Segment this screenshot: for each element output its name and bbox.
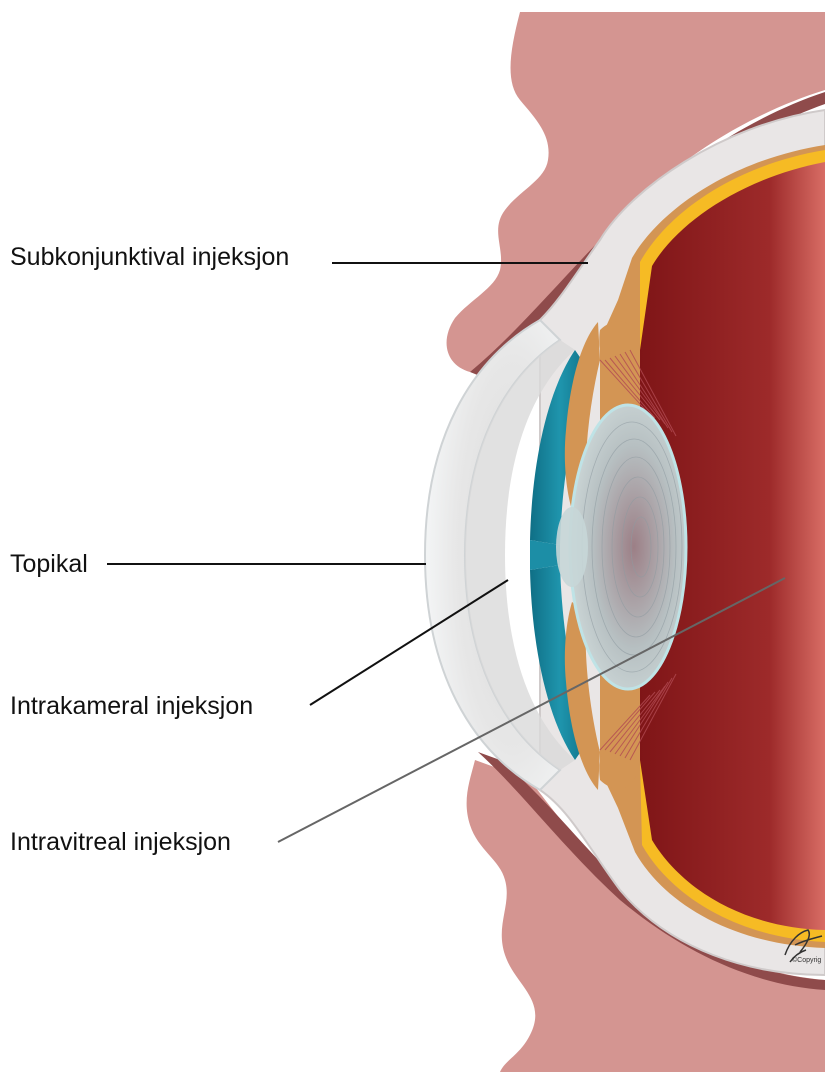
- intravitreal-label: Intravitreal injeksjon: [10, 828, 231, 856]
- intracameral-label: Intrakameral injeksjon: [10, 692, 253, 720]
- svg-text:©Copyrig: ©Copyrig: [792, 956, 821, 964]
- topical-label: Topikal: [10, 550, 88, 578]
- subconjunctival-label: Subkonjunktival injeksjon: [10, 243, 289, 271]
- lens-anterior-capsule: [556, 507, 588, 587]
- iris-center: [530, 540, 560, 570]
